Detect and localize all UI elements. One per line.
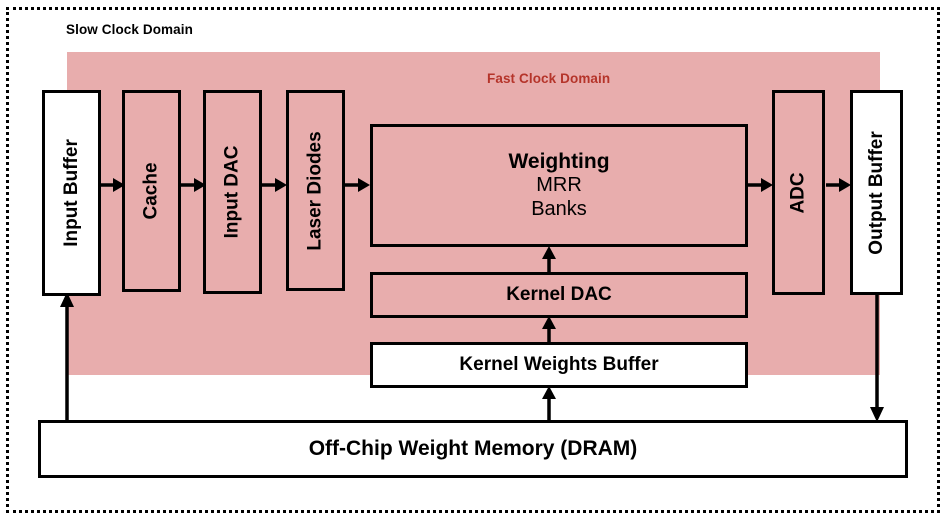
fast-clock-domain-region (67, 52, 880, 375)
block-output-buffer[interactable]: Output Buffer (850, 90, 903, 295)
slow-clock-domain-label: Slow Clock Domain (66, 22, 193, 37)
block-adc[interactable]: ADC (772, 90, 825, 295)
block-cache-label: Cache (140, 162, 162, 220)
block-kernel-weights-buffer-label: Kernel Weights Buffer (459, 354, 659, 376)
block-input-buffer-label: Input Buffer (60, 139, 82, 247)
block-kernel-dac[interactable]: Kernel DAC (370, 272, 748, 318)
block-laser-diodes-label: Laser Diodes (304, 130, 326, 251)
block-input-dac-label: Input DAC (221, 145, 243, 239)
block-weighting-line2: MRR (536, 174, 582, 197)
block-output-buffer-label: Output Buffer (865, 130, 887, 255)
block-input-dac[interactable]: Input DAC (203, 90, 262, 294)
block-dram-label: Off-Chip Weight Memory (DRAM) (308, 436, 638, 460)
chip-boundary-outline (6, 7, 940, 513)
block-weighting-mrr-banks[interactable]: Weighting MRR Banks (370, 124, 748, 247)
block-input-buffer[interactable]: Input Buffer (42, 90, 101, 296)
fast-clock-domain-label: Fast Clock Domain (487, 71, 611, 86)
block-adc-label: ADC (787, 171, 809, 214)
block-cache[interactable]: Cache (122, 90, 181, 292)
block-laser-diodes[interactable]: Laser Diodes (286, 90, 345, 291)
block-kernel-weights-buffer[interactable]: Kernel Weights Buffer (370, 342, 748, 388)
block-kernel-dac-label: Kernel DAC (506, 284, 612, 306)
block-weighting-line3: Banks (531, 197, 587, 220)
block-weighting-title: Weighting (508, 149, 610, 173)
block-off-chip-weight-memory-dram[interactable]: Off-Chip Weight Memory (DRAM) (38, 420, 908, 478)
